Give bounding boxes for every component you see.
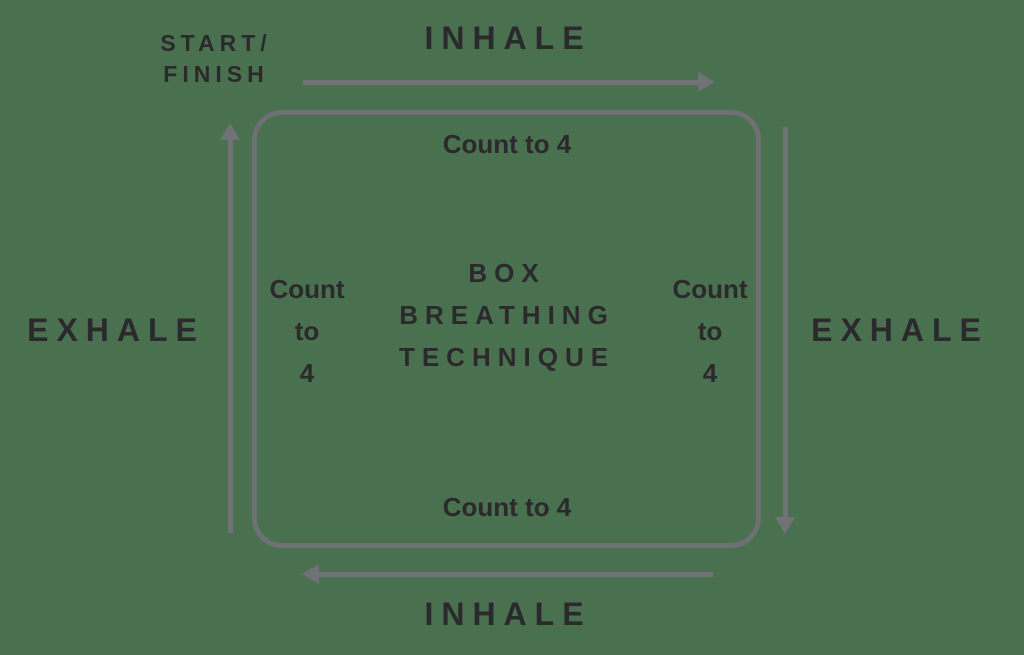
count-to-4-right: Count to 4 bbox=[665, 268, 755, 394]
start-finish-line-1: START/ bbox=[160, 30, 272, 56]
title-line-2: BREATHING bbox=[399, 300, 615, 330]
count-left-line-1: Count bbox=[269, 274, 345, 304]
title-line-1: BOX bbox=[468, 258, 546, 288]
count-to-4-left: Count to 4 bbox=[262, 268, 352, 394]
inhale-top-arrow-line bbox=[303, 80, 698, 85]
arrow-left-icon bbox=[302, 564, 319, 584]
inhale-bottom-label: INHALE bbox=[424, 596, 592, 632]
exhale-left-label: EXHALE bbox=[27, 312, 205, 348]
count-to-4-top: Count to 4 bbox=[442, 129, 572, 159]
title-line-3: TECHNIQUE bbox=[398, 342, 616, 372]
diagram-title: BOX BREATHING TECHNIQUE bbox=[302, 252, 712, 378]
arrow-right-icon bbox=[698, 72, 715, 92]
count-right-line-1: Count bbox=[672, 274, 748, 304]
count-to-4-bottom: Count to 4 bbox=[442, 492, 572, 522]
breathing-box bbox=[252, 110, 761, 548]
arrow-up-icon bbox=[220, 123, 240, 140]
arrow-down-icon bbox=[775, 517, 795, 534]
exhale-left-arrow-line bbox=[228, 140, 233, 533]
start-finish-label: START/ FINISH bbox=[130, 28, 302, 90]
exhale-right-label: EXHALE bbox=[811, 312, 989, 348]
count-left-line-2: to bbox=[294, 316, 320, 346]
start-finish-line-2: FINISH bbox=[163, 61, 269, 87]
inhale-top-label: INHALE bbox=[424, 20, 592, 56]
count-right-line-3: 4 bbox=[702, 358, 718, 388]
count-right-line-2: to bbox=[697, 316, 723, 346]
exhale-right-arrow-line bbox=[783, 127, 788, 517]
count-left-line-3: 4 bbox=[299, 358, 315, 388]
inhale-bottom-arrow-line bbox=[319, 572, 713, 577]
